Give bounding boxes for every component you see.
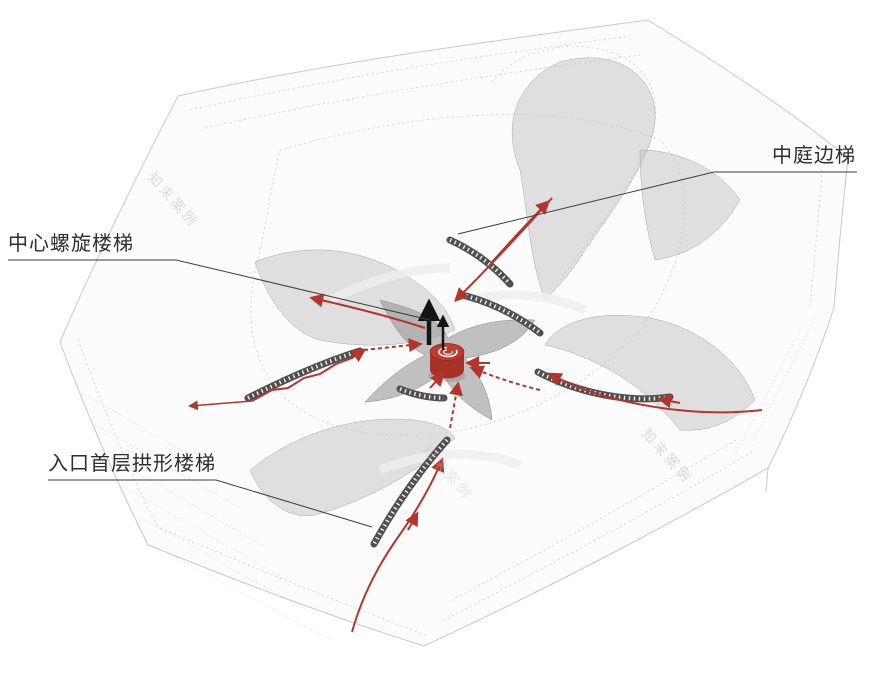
flow-east-mid-arrow [657, 394, 681, 409]
spiral-glyph-inner [443, 349, 454, 355]
spiral-glyph [438, 346, 458, 358]
slab-top-face-outline [59, 19, 849, 647]
stair-arc-west [244, 347, 364, 402]
ramp-bands [327, 263, 587, 475]
flow-dashed-entrance-to-center [449, 381, 463, 429]
corner-tick [765, 467, 769, 493]
circulation-arrows [188, 197, 763, 633]
hatch-lines [77, 317, 816, 641]
flow-south-long [351, 457, 445, 633]
plate-lobe-northeast [639, 149, 741, 261]
flow-west-zigzag [251, 348, 367, 402]
plate-lobe-southwest [249, 418, 456, 516]
label-leaders [8, 171, 857, 528]
vertical-movement-arrows [417, 298, 450, 350]
flow-dashed-west-to-center [363, 338, 423, 353]
label-entrance-arched-stair: 入口首层拱形楼梯 [48, 453, 216, 475]
flow-into-core-bottom [429, 371, 445, 389]
corner-tick [844, 157, 849, 189]
label-central-spiral-stair: 中心螺旋楼梯 [8, 233, 134, 255]
flow-center-to-top [491, 200, 550, 263]
spiral-stair-cylinder [428, 343, 466, 382]
building-outline [59, 19, 849, 647]
label-atrium-side-stair: 中庭边梯 [772, 145, 856, 167]
cylinder-top [429, 343, 465, 361]
stair-arc-center-small [396, 385, 448, 402]
leader-entrance-arched-stair [48, 479, 373, 528]
flow-west-exit [188, 400, 253, 411]
flow-east-long [547, 372, 763, 414]
leader-atrium-side-stair [457, 171, 857, 235]
flow-south-mid-arrow [405, 511, 419, 531]
flow-northwest-out [309, 293, 426, 329]
leader-central-spiral-stair [8, 259, 431, 321]
flow-dashed-east-to-center [469, 365, 541, 391]
